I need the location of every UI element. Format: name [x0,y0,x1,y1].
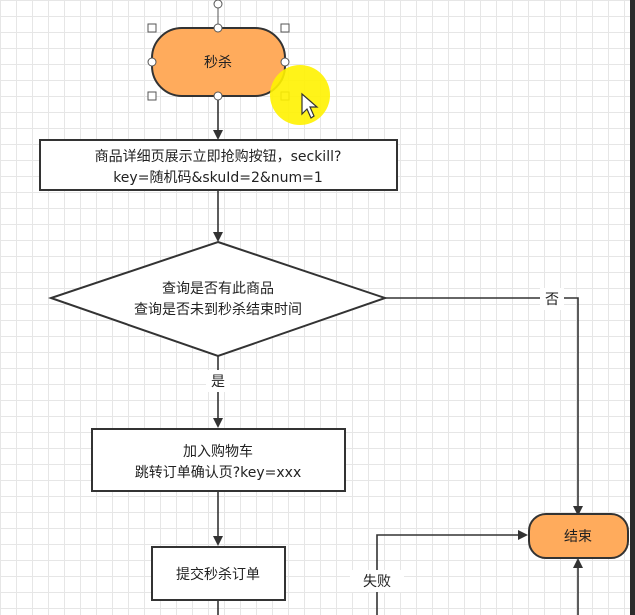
node-submit-order[interactable]: 提交秒杀订单 [151,546,286,601]
edge-label-yes: 是 [211,374,225,390]
node-start-label: 秒杀 [204,55,232,71]
node-add-to-cart-line2: 跳转订单确认页?key=xxx [135,465,302,481]
node-add-to-cart[interactable]: 加入购物车 跳转订单确认页?key=xxx [91,428,346,492]
node-add-to-cart-line1: 加入购物车 [183,443,253,460]
node-end-label: 结束 [564,529,592,545]
node-submit-order-label: 提交秒杀订单 [176,566,260,583]
node-product-detail-line2: key=随机码&skuId=2&num=1 [113,170,323,186]
edge-decision-no [385,297,583,516]
node-product-detail-line1: 商品详细页展示立即抢购按钮，seckill? [95,148,342,165]
node-decision-line1: 查询是否有此商品 [162,281,274,297]
node-product-detail[interactable]: 商品详细页展示立即抢购按钮，seckill? key=随机码&skuId=2&n… [39,139,398,191]
edge-label-fail: 失败 [363,574,391,590]
node-decision-line2: 查询是否未到秒杀结束时间 [134,302,302,318]
mouse-pointer-icon [301,92,319,119]
node-end[interactable]: 结束 [528,513,629,559]
window-edge [630,0,635,615]
node-start[interactable]: 秒杀 [151,0,286,97]
node-decision[interactable]: 查询是否有此商品 查询是否未到秒杀结束时间 [47,240,389,358]
edge-label-no: 否 [545,292,559,308]
cursor-highlight [270,65,330,125]
